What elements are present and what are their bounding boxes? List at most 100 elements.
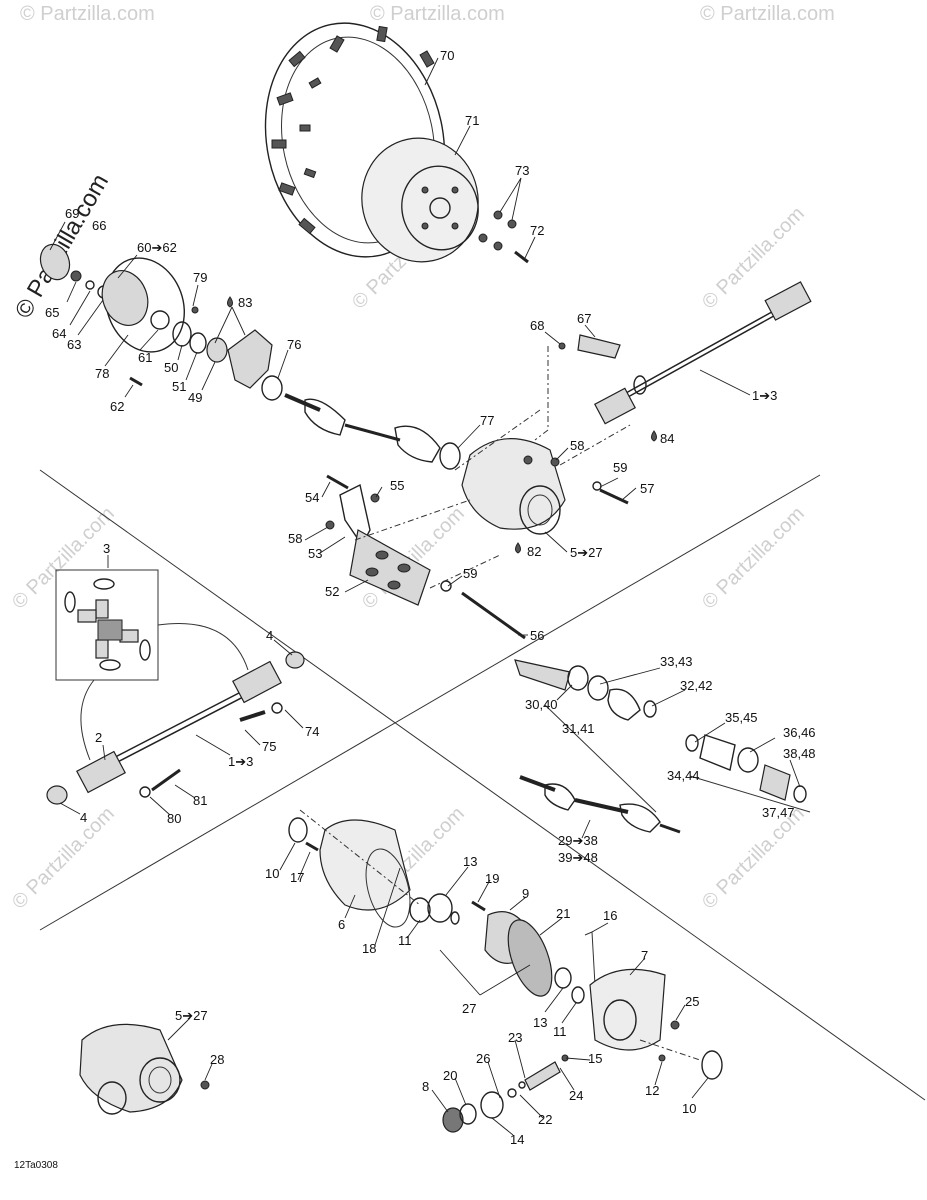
callout-label: 8 [422,1079,429,1094]
callout-label: 23 [508,1030,522,1045]
callout-label: 78 [95,366,109,381]
breather [534,334,621,441]
callout-label: 55 [390,478,404,493]
callout-label: 27 [462,1001,476,1016]
callout-label: 70 [440,48,454,63]
oil-drop-icon [515,542,521,554]
callout-label: 1➔3 [752,388,777,403]
reference-code: 12Ta0308 [14,1160,58,1171]
callout-label: 20 [443,1068,457,1083]
callout-label: 65 [45,305,59,320]
callout-label: 53 [308,546,322,561]
knuckle-assembly [206,329,283,401]
pinion-group [442,1054,569,1133]
callout-label: 16 [603,908,617,923]
divider-line [39,469,926,1101]
callout-label: 14 [510,1132,524,1147]
prop-shaft-detail [46,651,305,805]
callout-label: 31,41 [562,721,595,736]
callout-label: 67 [577,311,591,326]
callout-label: 37,47 [762,805,795,820]
callout-label: 4 [266,628,273,643]
callout-label: 62 [110,399,124,414]
callout-label: 66 [92,218,106,233]
leader-lines [49,57,801,1136]
callout-label: 25 [685,994,699,1009]
callout-label: 52 [325,584,339,599]
watermark: © Partzilla.com [8,803,119,914]
callout-label: 72 [530,223,544,238]
callout-label: 60➔62 [137,240,177,255]
callout-label: 84 [660,431,674,446]
mounting-hardware [325,409,631,640]
callout-label: 13 [533,1015,547,1030]
callout-label: 76 [287,337,301,352]
callout-label: 83 [238,295,252,310]
callout-label: 10 [682,1101,696,1116]
oil-drop-icon [227,296,233,308]
callout-label: 11 [553,1024,567,1039]
callout-label: 77 [480,413,494,428]
callout-label: 19 [485,871,499,886]
callout-label: 64 [52,326,66,341]
callout-label: 15 [588,1051,602,1066]
tire-and-wheel [264,22,479,263]
callout-label: 73 [515,163,529,178]
watermark: © Partzilla.com [20,3,155,25]
callout-label: 75 [262,739,276,754]
oil-drop-icons [227,296,657,554]
callout-label: 1➔3 [228,754,253,769]
callout-label: 24 [569,1088,583,1103]
callout-label: 38,48 [783,746,816,761]
wheel-nuts [478,210,529,264]
callout-label: 10 [265,866,279,881]
callout-label: 18 [362,941,376,956]
callout-label: 26 [476,1051,490,1066]
callout-label: 69 [65,206,79,221]
callout-label: 82 [527,544,541,559]
watermark: © Partzilla.com [8,503,119,614]
callout-label: 3 [103,541,110,556]
callout-label: 51 [172,379,186,394]
callout-label: 50 [164,360,178,375]
callout-label: 71 [465,113,479,128]
callout-label: 7 [641,948,648,963]
hub-assembly [39,243,207,387]
callout-label: 59 [613,460,627,475]
callout-label: 61 [138,350,152,365]
callout-label: 5➔27 [175,1008,208,1023]
callout-label: 81 [193,793,207,808]
callout-label: 2 [95,730,102,745]
prop-shaft-top [594,281,812,425]
watermark-large: © Partzilla.com [10,169,114,323]
callout-label: 35,45 [725,710,758,725]
callout-label: 34,44 [667,768,700,783]
callout-label: 68 [530,318,544,333]
callout-label: 36,46 [783,725,816,740]
callout-label: 5➔27 [570,545,603,560]
callout-label: 32,42 [680,678,713,693]
callout-label: 21 [556,906,570,921]
callout-label: 59 [463,566,477,581]
callout-labels: 70 71 73 72 69 66 60➔62 79 83 65 64 63 7… [45,48,816,1147]
divider-line [39,474,821,931]
callout-label: 49 [188,390,202,405]
section-dividers [39,469,926,1101]
callout-label: 63 [67,337,81,352]
callout-label: 33,43 [660,654,693,669]
callout-label: 79 [193,270,207,285]
callout-label: 39➔48 [558,850,598,865]
callout-label: 12 [645,1083,659,1098]
watermark: © Partzilla.com [698,503,809,614]
callout-label: 28 [210,1052,224,1067]
watermark: © Partzilla.com [700,3,835,25]
callout-label: 4 [80,810,87,825]
callout-label: 56 [530,628,544,643]
callout-label: 58 [288,531,302,546]
drive-shaft-77 [284,393,461,470]
callout-label: 17 [290,870,304,885]
differential-housing-top [461,438,566,535]
watermark: © Partzilla.com [370,3,505,25]
callout-label: 22 [538,1112,552,1127]
